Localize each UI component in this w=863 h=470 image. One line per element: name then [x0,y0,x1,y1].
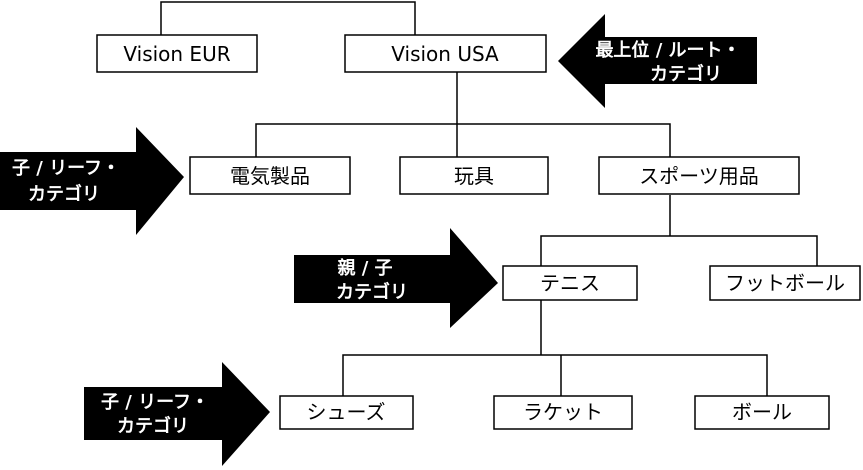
node-vision-usa: Vision USA [344,34,547,73]
node-ball: ボール [694,395,830,430]
node-football: フットボール [709,265,861,301]
node-vision-eur: Vision EUR [96,34,258,73]
callout-line-2: カテゴリ [117,415,189,437]
callout-line-1: 子 / リーフ・ [12,158,120,179]
node-label: ボール [732,400,792,424]
callout-parent-child-arrow: 親 / 子 カテゴリ [294,228,498,328]
node-tennis: テニス [502,265,638,301]
connector-level3-bar [540,235,818,266]
connectors [160,1,818,396]
node-label: 電気製品 [230,164,310,188]
callout-child-leaf-2-arrow: 子 / リーフ・ カテゴリ [84,362,270,466]
callout-line-2: カテゴリ [650,63,722,85]
node-racket: ラケット [493,395,633,430]
node-label: Vision EUR [123,42,230,66]
node-electronics: 電気製品 [189,156,351,195]
node-label: スポーツ用品 [639,164,759,188]
node-sporting-goods: スポーツ用品 [598,156,800,195]
connector-root [160,1,416,35]
node-label: シューズ [307,400,386,424]
node-shoes: シューズ [279,395,414,430]
node-label: ラケット [523,400,603,424]
connector-level2-bar [255,123,671,157]
node-toys: 玩具 [399,156,549,195]
callout-top-root-arrow: 最上位 / ルート・ カテゴリ [558,14,757,108]
callout-line-1: 最上位 / ルート・ [595,39,740,61]
node-label: テニス [540,271,600,295]
node-label: 玩具 [454,164,494,188]
callout-line-2: カテゴリ [336,281,408,303]
node-label: Vision USA [391,42,499,66]
callout-child-leaf-1-arrow: 子 / リーフ・ カテゴリ [0,127,184,235]
connector-level4-bar [342,354,768,396]
node-label: フットボール [725,271,845,295]
callout-line-1: 子 / リーフ・ [101,392,209,413]
callout-line-1: 親 / 子 [337,257,392,279]
callout-line-2: カテゴリ [28,183,100,205]
